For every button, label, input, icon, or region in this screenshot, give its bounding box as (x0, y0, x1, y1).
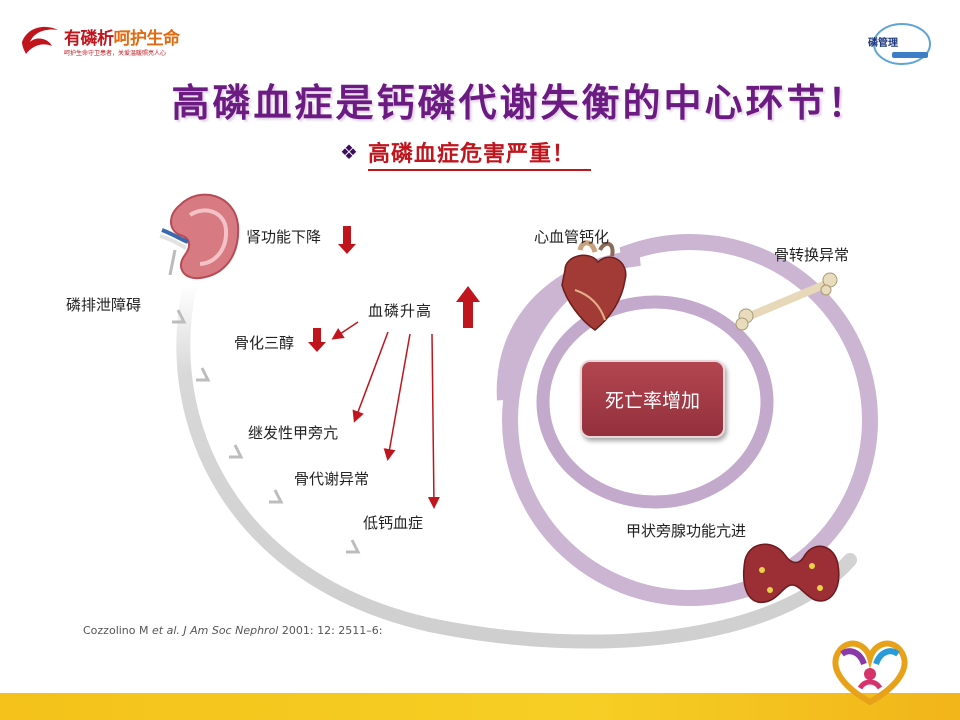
label-shpt: 继发性甲旁亢 (248, 424, 339, 442)
kidney-icon (159, 193, 240, 280)
label-cardio-calcification: 心血管钙化 (534, 228, 610, 246)
label-kidney-decline: 肾功能下降 (246, 228, 322, 246)
parathyroid-icon (743, 543, 840, 604)
arrow-to-hypocalcemia (427, 333, 440, 509)
logo-tagline: 呵护生命守卫患者，关爱温暖照亮人心 (64, 50, 167, 57)
logo-text: 有磷析呵护生命 (64, 29, 180, 49)
death-rate-box: 死亡率增加 (580, 360, 725, 438)
swoosh-logo-icon (22, 26, 58, 54)
subtitle: ❖ 高磷血症危害严重！ (340, 136, 660, 172)
corner-logo (820, 630, 920, 710)
bottom-bar (0, 693, 960, 720)
calcitriol-down-arrow-icon (308, 328, 326, 352)
citation: Cozzolino M et al. J Am Soc Nephrol 2001… (83, 624, 383, 637)
label-phos-excretion: 磷排泄障碍 (66, 296, 142, 314)
label-bone-metabolism: 骨代谢异常 (294, 470, 370, 488)
label-hypocalcemia: 低钙血症 (363, 514, 424, 532)
phos-up-arrow-icon (456, 286, 480, 328)
badge-ring-icon (873, 23, 931, 65)
brand-badge: 磷管理 (862, 20, 934, 68)
heart-icon (561, 240, 627, 331)
label-bone-turnover: 骨转换异常 (774, 246, 850, 264)
label-calcitriol: 骨化三醇 (234, 334, 295, 352)
subtitle-text: 高磷血症危害严重！ (368, 136, 592, 171)
bullet-icon: ❖ (340, 140, 358, 164)
inner-purple-ring (536, 295, 774, 509)
bone-icon (735, 272, 838, 331)
outer-purple-ring (502, 234, 878, 606)
grey-spiral-arc (176, 278, 857, 649)
heart-people-logo-icon (832, 640, 908, 706)
brand-text: 磷管理 (868, 38, 898, 49)
arc-chevrons (172, 309, 361, 554)
arrow-to-calcitriol (331, 321, 359, 340)
arrow-to-shpt (352, 331, 389, 423)
label-parathyroid: 甲状旁腺功能亢进 (626, 522, 747, 540)
kidney-down-arrow-icon (338, 226, 356, 254)
brand-logo: 有磷析呵护生命 呵护生命守卫患者，关爱温暖照亮人心 (18, 20, 208, 66)
arrow-to-bone-metab (383, 333, 411, 461)
center-label-phos: 血磷升高 (368, 302, 433, 320)
page-title: 高磷血症是钙磷代谢失衡的中心环节！ (171, 80, 869, 125)
